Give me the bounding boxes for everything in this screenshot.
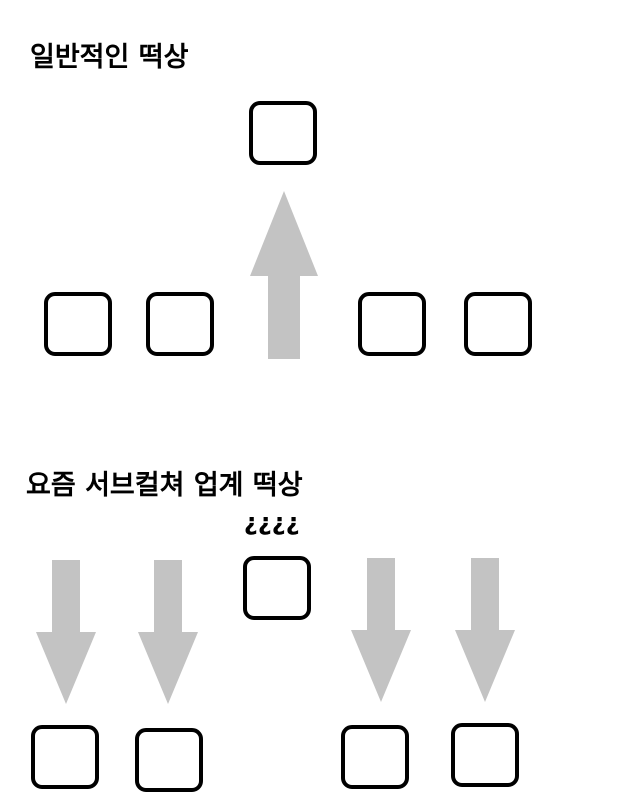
- top-row-box-3: [358, 292, 426, 356]
- top-row-box-1: [44, 292, 112, 356]
- down-arrow-1: [36, 560, 96, 704]
- up-arrow: [250, 191, 318, 359]
- bottom-row-box-1: [31, 725, 99, 789]
- bottom-center-box: [243, 556, 311, 620]
- top-row-box-2: [146, 292, 214, 356]
- section-top-title: 일반적인 떡상: [30, 42, 189, 73]
- section-bottom-title: 요즘 서브컬쳐 업계 떡상: [26, 470, 303, 501]
- bottom-row-box-4: [451, 723, 519, 787]
- down-arrow-3: [351, 558, 411, 702]
- down-arrow-4: [455, 558, 515, 702]
- top-row-box-4: [464, 292, 532, 356]
- bottom-row-box-3: [341, 725, 409, 789]
- down-arrow-2: [138, 560, 198, 704]
- bottom-row-box-2: [135, 728, 203, 792]
- top-rising-box: [249, 101, 317, 165]
